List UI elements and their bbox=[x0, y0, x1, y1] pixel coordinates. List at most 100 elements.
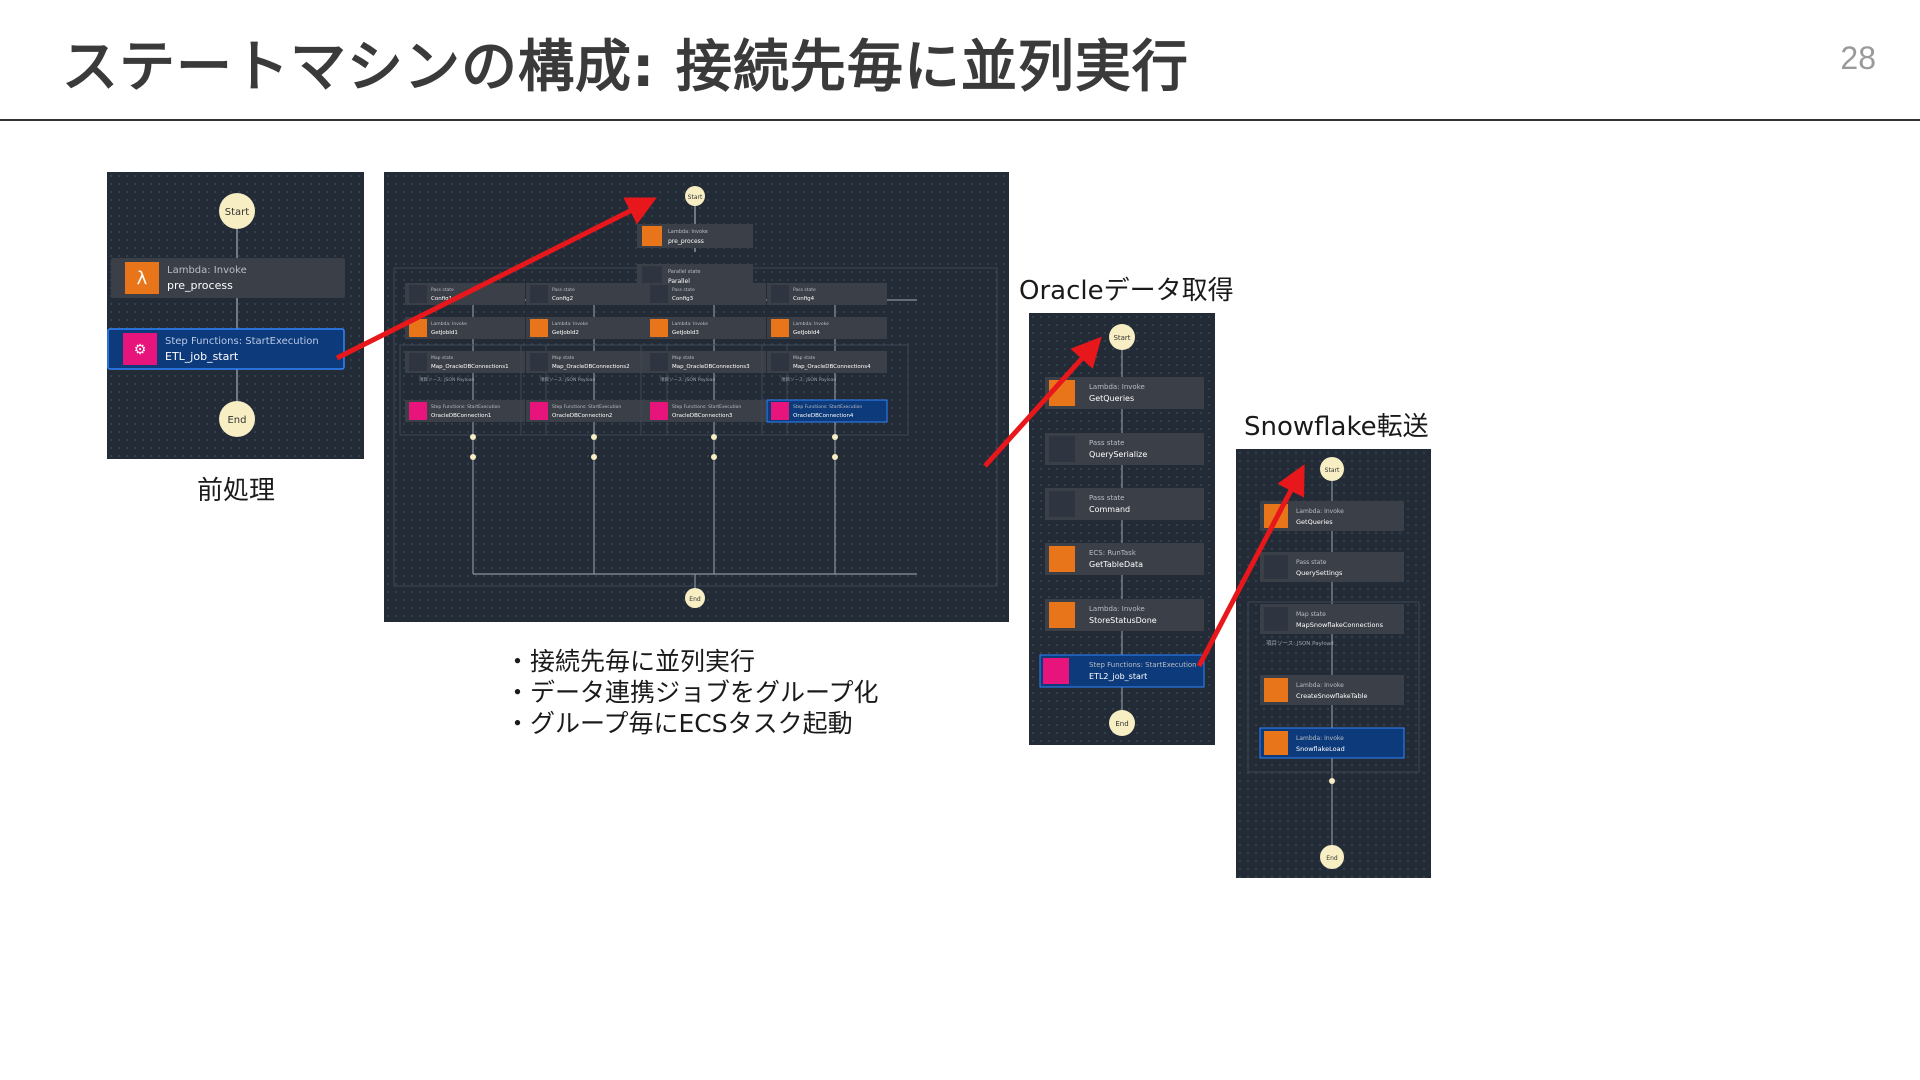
node-type: Pass state bbox=[1089, 494, 1124, 502]
svg-text:λ: λ bbox=[137, 268, 148, 289]
node-name: MapSnowflakeConnections bbox=[1296, 621, 1384, 629]
node-type: Lambda: Invoke bbox=[1089, 605, 1145, 613]
node-type: Step Functions: StartExecution bbox=[431, 404, 500, 410]
state-node-etl-job-start[interactable]: ⚙ Step Functions: StartExecution ETL_job… bbox=[107, 328, 345, 370]
start-node bbox=[1109, 324, 1135, 350]
node-type: Map state bbox=[793, 355, 816, 361]
node-name: OracleDBConnection1 bbox=[431, 413, 491, 419]
step-functions-icon bbox=[1043, 658, 1069, 684]
node-type: Step Functions: StartExecution bbox=[672, 404, 741, 410]
node-name: Config3 bbox=[672, 296, 694, 302]
step-functions-icon bbox=[409, 402, 427, 420]
lambda-icon bbox=[1049, 602, 1075, 628]
node-type: Pass state bbox=[552, 287, 575, 293]
node-type: Lambda: Invoke bbox=[431, 321, 467, 327]
state-node-start-execution[interactable]: Step Functions: StartExecutionOracleDBCo… bbox=[646, 400, 766, 422]
start-node bbox=[219, 193, 255, 229]
map-state-icon bbox=[771, 353, 789, 371]
ecs-icon bbox=[1049, 546, 1075, 572]
node-type: Lambda: Invoke bbox=[793, 321, 829, 327]
node-type: Pass state bbox=[1089, 439, 1124, 447]
lambda-icon bbox=[1264, 504, 1288, 528]
lambda-icon bbox=[771, 319, 789, 337]
node-name: CreateSnowflakeTable bbox=[1296, 692, 1368, 700]
slide-title: ステートマシンの構成: 接続先毎に並列実行 bbox=[62, 35, 1189, 100]
junction-dot bbox=[470, 454, 476, 460]
bullet-list: ・接続先毎に並列実行 ・データ連携ジョブをグループ化 ・グループ毎にECSタスク… bbox=[505, 646, 879, 739]
node-name: pre_process bbox=[668, 238, 704, 245]
node-name: Map_OracleDBConnections2 bbox=[552, 364, 630, 370]
step-functions-icon bbox=[530, 402, 548, 420]
node-type: Lambda: Invoke bbox=[1296, 682, 1344, 689]
end-label: End bbox=[689, 596, 701, 603]
parallel-container bbox=[393, 267, 998, 587]
map-note: 項目ソース: JSON Payload bbox=[540, 377, 595, 383]
step-functions-icon bbox=[123, 333, 157, 365]
pass-state-icon bbox=[409, 285, 427, 303]
state-node-start-execution[interactable]: Step Functions: StartExecutionOracleDBCo… bbox=[526, 400, 646, 422]
state-node-etl2-job-start[interactable]: Step Functions: StartExecutionETL2_job_s… bbox=[1039, 654, 1205, 688]
node-name: Map_OracleDBConnections1 bbox=[431, 364, 509, 370]
node-name: QuerySerialize bbox=[1089, 450, 1147, 459]
node-name: SnowflakeLoad bbox=[1296, 745, 1345, 753]
title-rule bbox=[0, 119, 1920, 121]
node-type: ECS: RunTask bbox=[1089, 549, 1137, 557]
lambda-icon bbox=[1264, 678, 1288, 702]
state-node-start-execution[interactable]: Step Functions: StartExecutionOracleDBCo… bbox=[405, 400, 525, 422]
bullet-item: ・グループ毎にECSタスク起動 bbox=[505, 709, 853, 738]
map-note: 項目ソース: JSON Payload bbox=[419, 377, 474, 383]
bullet-item: ・接続先毎に並列実行 bbox=[505, 647, 756, 676]
start-label: Start bbox=[1113, 334, 1130, 342]
bullet-item: ・データ連携ジョブをグループ化 bbox=[505, 678, 879, 707]
node-type: Map state bbox=[672, 355, 695, 361]
parallel-diagram: Start Lambda: Invoke pre_process Paralle… bbox=[384, 172, 1009, 622]
step-functions-icon bbox=[650, 402, 668, 420]
node-name: Map_OracleDBConnections3 bbox=[672, 364, 750, 370]
node-name: Config4 bbox=[793, 296, 815, 302]
node-type: Step Functions: StartExecution bbox=[552, 404, 621, 410]
node-name: GetJobId3 bbox=[672, 330, 699, 336]
end-label: End bbox=[1115, 720, 1128, 728]
node-type: Lambda: Invoke bbox=[1296, 735, 1344, 742]
node-name: OracleDBConnection2 bbox=[552, 413, 612, 419]
pass-state-icon bbox=[1049, 491, 1075, 517]
state-node-start-execution[interactable]: Step Functions: StartExecutionOracleDBCo… bbox=[766, 399, 888, 423]
node-type: Lambda: Invoke bbox=[167, 265, 247, 276]
state-node-pre-process[interactable]: λ Lambda: Invoke pre_process bbox=[111, 258, 345, 298]
node-name: Map_OracleDBConnections4 bbox=[793, 364, 871, 370]
junction-dot bbox=[1329, 778, 1335, 784]
state-node-pre-process[interactable]: Lambda: Invoke pre_process bbox=[637, 224, 753, 248]
node-name: GetJobId2 bbox=[552, 330, 579, 336]
svg-text:⚙: ⚙ bbox=[134, 342, 147, 358]
start-label: Start bbox=[225, 207, 250, 218]
node-type: Map state bbox=[431, 355, 454, 361]
node-type: Lambda: Invoke bbox=[552, 321, 588, 327]
junction-dot bbox=[591, 434, 597, 440]
node-name: GetJobId1 bbox=[431, 330, 458, 336]
